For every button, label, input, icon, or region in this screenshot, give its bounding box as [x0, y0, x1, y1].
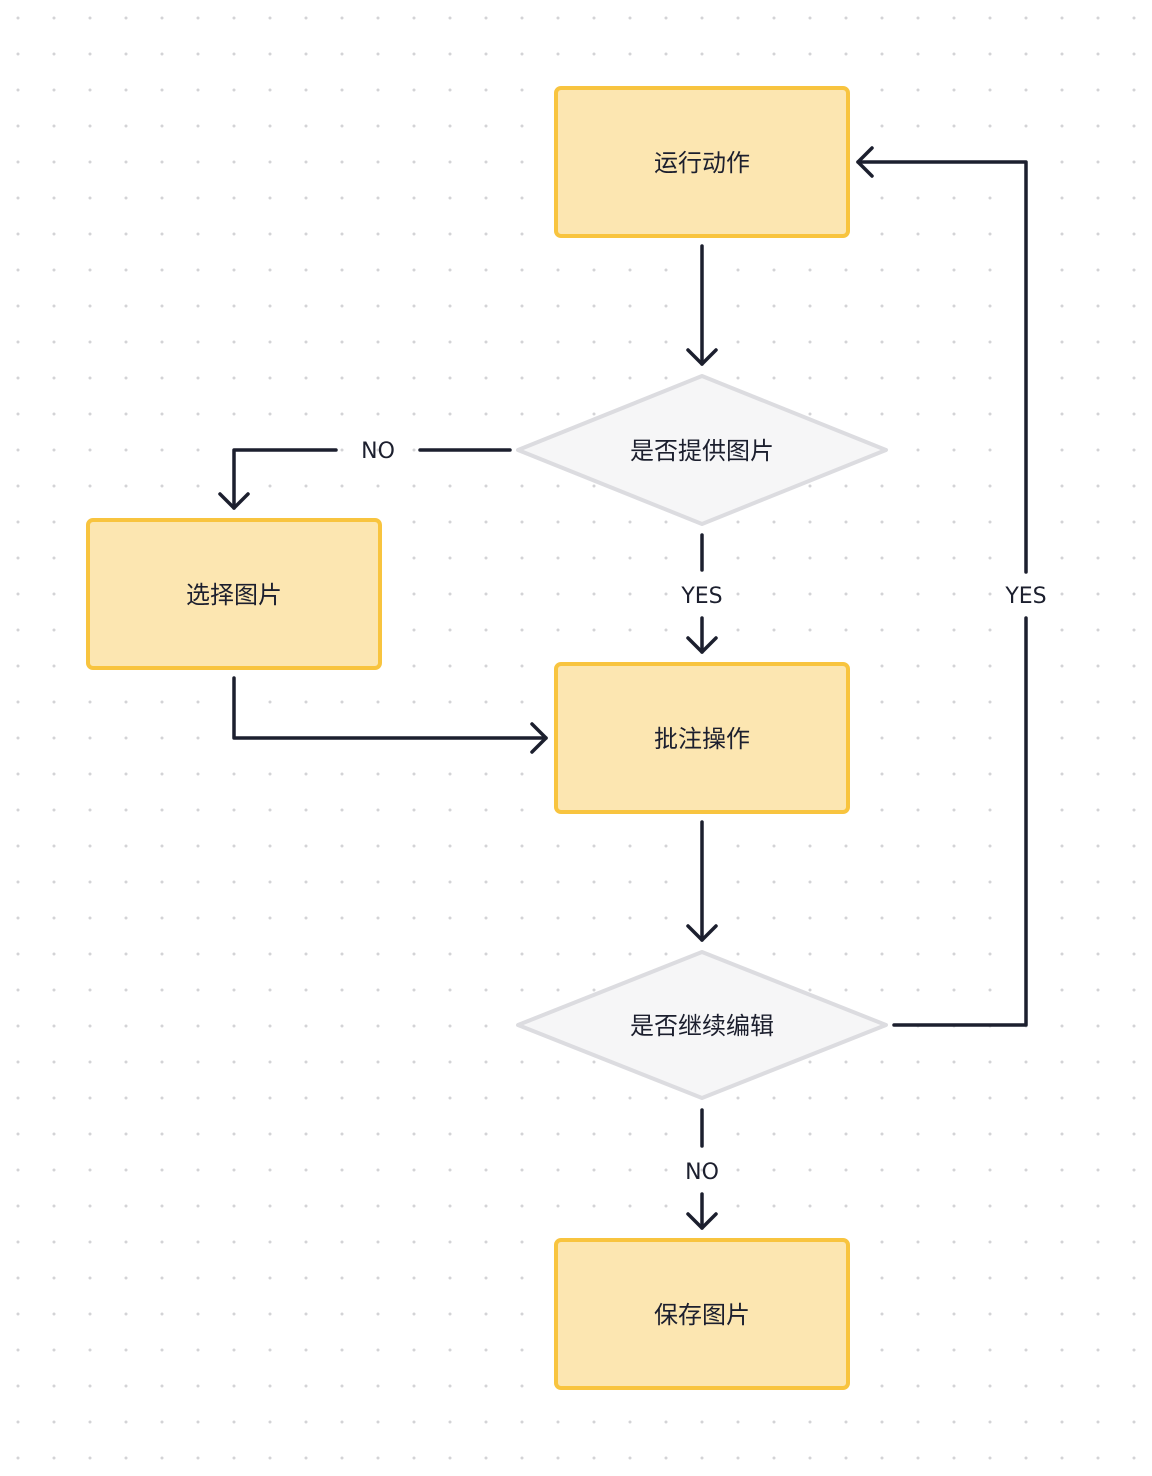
node-save-image-label: 保存图片: [654, 1301, 750, 1329]
node-run-action-label: 运行动作: [654, 149, 750, 177]
node-image-provided-decision[interactable]: 是否提供图片: [516, 374, 888, 526]
node-image-provided-label: 是否提供图片: [630, 437, 774, 465]
node-continue-edit-decision[interactable]: 是否继续编辑: [516, 950, 888, 1100]
node-save-image[interactable]: 保存图片: [554, 1238, 850, 1390]
node-run-action[interactable]: 运行动作: [554, 86, 850, 238]
edge-label-decision-no: NO: [361, 439, 395, 464]
node-annotate[interactable]: 批注操作: [554, 662, 850, 814]
edge-continue-no: [686, 1108, 718, 1230]
edge-label-continue-no: NO: [685, 1160, 719, 1185]
edge-decision-yes: [686, 533, 718, 654]
edge-run-to-decision: [686, 244, 718, 366]
edge-label-continue-yes: YES: [1004, 584, 1046, 609]
edge-continue-yes: [856, 146, 1028, 1027]
node-select-image[interactable]: 选择图片: [86, 518, 382, 670]
node-select-image-label: 选择图片: [186, 581, 282, 609]
edge-select-to-annotate: [232, 676, 548, 754]
edge-decision-no: [218, 448, 512, 510]
edge-annotate-to-continue: [686, 820, 718, 942]
node-annotate-label: 批注操作: [654, 725, 750, 753]
edge-label-decision-yes: YES: [680, 584, 722, 609]
node-continue-edit-label: 是否继续编辑: [630, 1012, 774, 1040]
